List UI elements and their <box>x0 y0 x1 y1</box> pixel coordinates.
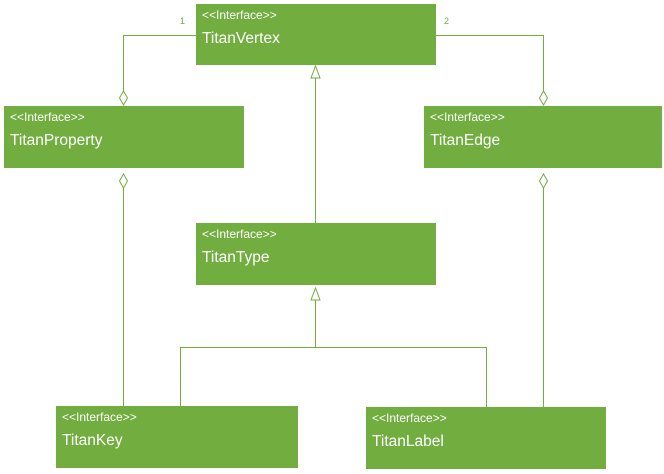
generalization-line-label-type <box>315 347 487 407</box>
generalization-arrow-vertex <box>310 64 321 79</box>
titan-edge-node[interactable]: <<Interface>> TitanEdge <box>424 106 662 168</box>
class-name: TitanKey <box>62 432 123 449</box>
generalization-arrow-type <box>310 286 321 301</box>
stereotype-label: <<Interface>> <box>62 410 137 424</box>
titan-type-node[interactable]: <<Interface>> TitanType <box>196 223 436 285</box>
stereotype-label: <<Interface>> <box>372 411 447 425</box>
aggregation-diamond-property-top <box>118 89 129 107</box>
stereotype-label: <<Interface>> <box>202 227 277 241</box>
multiplicity-label-1: 1 <box>180 16 186 26</box>
generalization-line-key-type <box>180 347 316 406</box>
class-name: TitanType <box>202 249 270 266</box>
aggregation-line-vertex-property <box>123 35 197 91</box>
stereotype-label: <<Interface>> <box>430 110 505 124</box>
titan-key-node[interactable]: <<Interface>> TitanKey <box>56 406 298 468</box>
multiplicity-label-2: 2 <box>444 16 450 26</box>
stereotype-label: <<Interface>> <box>202 8 277 22</box>
titan-vertex-node[interactable]: <<Interface>> TitanVertex <box>196 4 436 65</box>
titan-label-node[interactable]: <<Interface>> TitanLabel <box>366 407 606 469</box>
class-name: TitanProperty <box>10 132 103 149</box>
aggregation-line-vertex-edge <box>436 35 544 91</box>
class-name: TitanEdge <box>430 132 501 149</box>
class-name: TitanLabel <box>372 433 444 450</box>
class-name: TitanVertex <box>202 30 280 47</box>
titan-property-node[interactable]: <<Interface>> TitanProperty <box>4 106 244 168</box>
aggregation-diamond-property-bottom <box>118 172 129 190</box>
stereotype-label: <<Interface>> <box>10 110 85 124</box>
aggregation-diamond-edge-bottom <box>538 172 549 190</box>
aggregation-diamond-edge-top <box>538 89 549 107</box>
